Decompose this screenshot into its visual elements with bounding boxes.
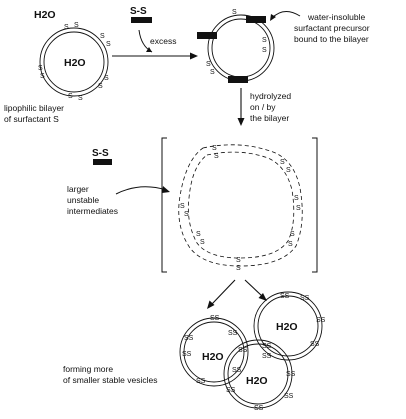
ss-pair: SS	[254, 405, 264, 412]
ss-group: S	[232, 9, 237, 16]
ss-group: S	[196, 231, 201, 238]
ss-group: S	[262, 37, 267, 44]
precursor-bar	[131, 17, 152, 23]
ss-pair: SS	[284, 393, 294, 400]
excess-label: excess	[150, 36, 176, 46]
ss-pair: SS	[184, 335, 194, 342]
ss-group: S	[64, 24, 69, 31]
intermediates-label-line1: larger	[67, 184, 89, 194]
precursor-label-line1: water-insoluble	[307, 12, 365, 22]
intermediate-bracket	[161, 137, 318, 273]
ss-pair: SS	[196, 378, 206, 385]
water-label-outer: H2O	[34, 9, 56, 21]
arrow-head	[270, 14, 276, 21]
arrow-head	[258, 293, 267, 301]
ss-group: S	[214, 153, 219, 160]
ss-group: S	[280, 159, 285, 166]
bilayer-caption-line2: of surfactant S	[4, 114, 59, 124]
ss-pair: SS	[232, 367, 242, 374]
ss-group: S	[68, 93, 73, 100]
ss-group: S	[100, 33, 105, 40]
ss-group: S	[180, 203, 185, 210]
ss-group: S	[210, 69, 215, 76]
arrow-step3-right	[244, 279, 263, 297]
ss-pair: SS	[262, 353, 272, 360]
ss-reagent-label-2: S-S	[92, 148, 109, 159]
ss-pair: SS	[228, 330, 238, 337]
ss-group: S	[286, 167, 291, 174]
initial-vesicle: S S S S S S S S S S	[38, 22, 111, 102]
unstable-intermediate	[178, 144, 303, 267]
arrow-head	[162, 186, 170, 193]
hydrolyzed-label-line3: the bilayer	[250, 113, 289, 123]
stable-vesicle-3	[223, 339, 293, 409]
ss-pair: SS	[286, 371, 296, 378]
ss-pair: SS	[210, 315, 220, 322]
bilayer-caption-line1: lipophilic bilayer	[4, 103, 64, 113]
ss-pair: SS	[226, 387, 236, 394]
ss-group: S	[236, 257, 241, 264]
ss-group: S	[236, 265, 241, 272]
water-label-v1: H2O	[202, 351, 224, 363]
curved-arrow-precursor	[271, 11, 301, 19]
ss-pair: SS	[310, 341, 320, 348]
arrow-step3-left	[211, 279, 236, 305]
forming-label-line2: of smaller stable vesicles	[63, 375, 157, 385]
ss-group: S	[38, 65, 43, 72]
ss-group: S	[200, 239, 205, 246]
arrow-head	[146, 47, 152, 52]
ss-pair: SS	[262, 343, 272, 350]
water-label-inner: H2O	[64, 57, 86, 69]
arrow-head	[207, 300, 215, 309]
intermediates-label-line3: intermediates	[67, 206, 118, 216]
precursor-label-line2: surfactant precursor	[294, 23, 370, 33]
ss-group: S	[104, 75, 109, 82]
ss-group: S	[290, 231, 295, 238]
water-label-v3: H2O	[246, 375, 268, 387]
ss-group: S	[74, 22, 79, 29]
ss-reagent-label: S-S	[130, 6, 147, 17]
ss-group: S	[206, 61, 211, 68]
ss-group: S	[184, 211, 189, 218]
ss-group: S	[212, 145, 217, 152]
ss-group: S	[288, 241, 293, 248]
bound-precursor-bar	[246, 16, 266, 23]
bound-precursor-bar	[197, 32, 217, 39]
ss-pair: SS	[182, 351, 192, 358]
ss-group: S	[78, 95, 83, 102]
hydrolyzed-label-line1: hydrolyzed	[250, 91, 291, 101]
precursor-label-line3: bound to the bilayer	[294, 34, 369, 44]
precursor-vesicle: S S S S S	[197, 9, 275, 83]
hydrolyzed-label-line2: on / by	[250, 102, 276, 112]
stable-vesicle-1	[179, 317, 249, 387]
forming-label-line1: forming more	[63, 364, 113, 374]
intermediates-label-line2: unstable	[67, 195, 99, 205]
ss-pair: SS	[316, 317, 326, 324]
ss-group: S	[262, 47, 267, 54]
ss-group: S	[294, 195, 299, 202]
ss-pair: SS	[280, 293, 290, 300]
precursor-bar	[93, 159, 112, 165]
ss-group: S	[98, 83, 103, 90]
ss-pair: SS	[238, 347, 248, 354]
water-label-v2: H2O	[276, 321, 298, 333]
stable-vesicle-2	[253, 291, 323, 361]
ss-group: S	[296, 205, 301, 212]
ss-pair: SS	[300, 295, 310, 302]
bound-precursor-bar	[228, 76, 248, 83]
ss-group: S	[106, 41, 111, 48]
ss-group: S	[40, 73, 45, 80]
arrow-head	[190, 52, 198, 60]
curved-arrow-intermediate	[115, 186, 167, 195]
arrow-head	[237, 118, 245, 126]
